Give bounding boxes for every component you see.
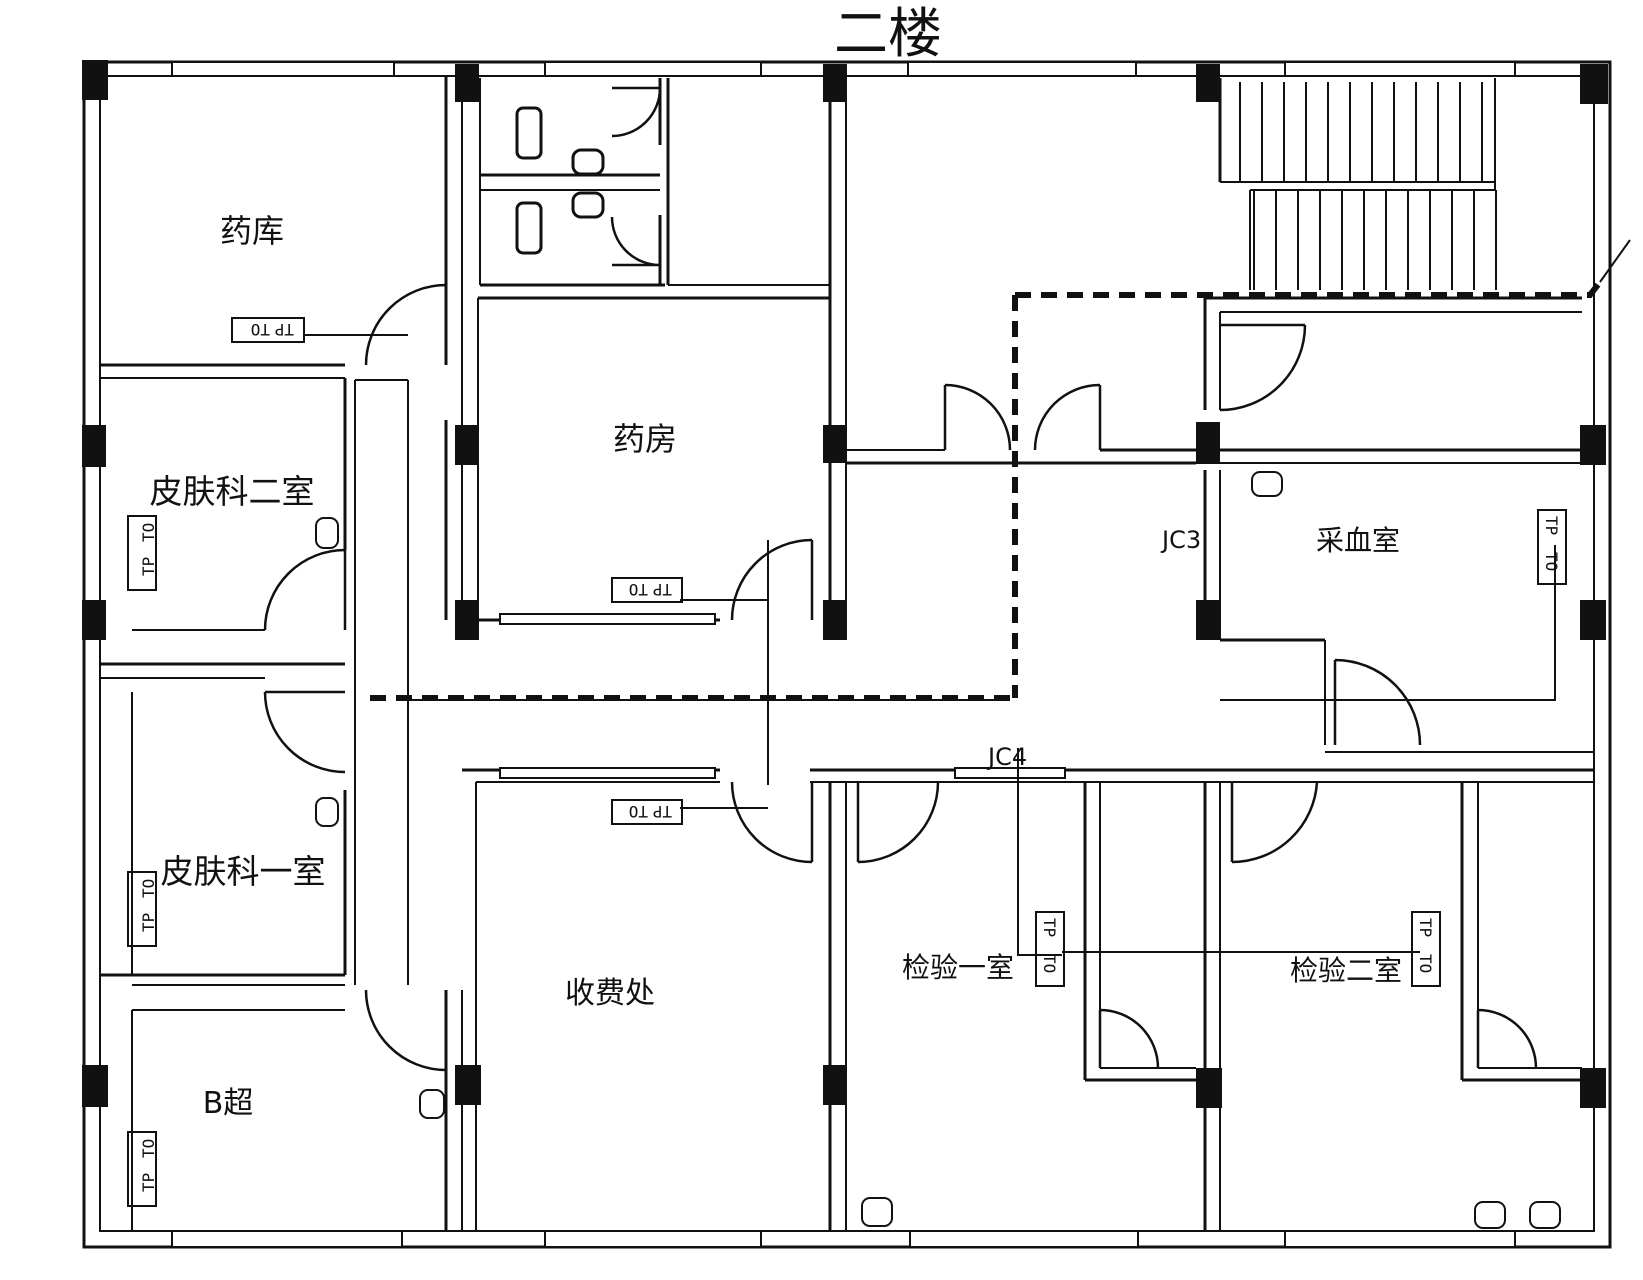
svg-text:TP: TP bbox=[653, 802, 672, 821]
room-lab-1: 检验一室 bbox=[902, 951, 1014, 984]
svg-text:TP: TP bbox=[139, 557, 158, 576]
svg-text:TO: TO bbox=[251, 320, 270, 339]
junction-jc4: JC4 bbox=[986, 743, 1027, 771]
svg-text:TO: TO bbox=[1416, 954, 1435, 973]
junction-jc3: JC3 bbox=[1160, 526, 1201, 554]
svg-text:TO: TO bbox=[1040, 954, 1059, 973]
cable-lines bbox=[305, 334, 1556, 956]
outlets: TO TP TO TP TO TP TP TO TP TO TP TO bbox=[127, 317, 1567, 1207]
floor-title: 二楼 bbox=[834, 2, 942, 65]
outlet-lab-1: TP TO bbox=[1035, 911, 1065, 987]
svg-text:TP: TP bbox=[1040, 918, 1059, 937]
svg-text:TP: TP bbox=[139, 913, 158, 932]
cable-routes bbox=[370, 239, 1631, 701]
room-cashier: 收费处 bbox=[565, 976, 655, 1011]
outlet-pharmacy: TO TP bbox=[611, 577, 683, 603]
toilet-fixtures bbox=[515, 106, 605, 255]
outlet-cashier: TO TP bbox=[611, 799, 683, 825]
interior-walls bbox=[100, 76, 1594, 1231]
svg-text:TO: TO bbox=[139, 1139, 158, 1158]
room-ultrasound: B超 bbox=[203, 1086, 254, 1121]
svg-text:TP: TP bbox=[1416, 918, 1435, 937]
outlet-blood-draw: TP TO bbox=[1537, 509, 1567, 585]
svg-text:TP: TP bbox=[653, 580, 672, 599]
room-lab-2: 检验二室 bbox=[1290, 954, 1402, 987]
svg-text:TO: TO bbox=[629, 802, 648, 821]
room-derm-1: 皮肤科一室 bbox=[161, 852, 326, 891]
svg-text:TO: TO bbox=[139, 879, 158, 898]
room-pharmacy-store: 药库 bbox=[220, 212, 284, 250]
outlet-lab-2: TP TO bbox=[1411, 911, 1441, 987]
svg-text:TO: TO bbox=[139, 523, 158, 542]
svg-text:TP: TP bbox=[1542, 516, 1561, 535]
outlet-pharmacy-store: TO TP bbox=[231, 317, 305, 343]
room-blood-draw: 采血室 bbox=[1316, 524, 1400, 557]
outlet-derm-1: TP TO bbox=[127, 871, 158, 947]
svg-text:TP: TP bbox=[275, 320, 294, 339]
svg-text:TO: TO bbox=[629, 580, 648, 599]
windows bbox=[171, 61, 1516, 1248]
svg-text:TP: TP bbox=[139, 1173, 158, 1192]
room-pharmacy: 药房 bbox=[613, 420, 677, 458]
staircase bbox=[1218, 78, 1497, 290]
svg-text:TO: TO bbox=[1542, 552, 1561, 571]
outlet-ultrasound: TP TO bbox=[127, 1131, 158, 1207]
doors bbox=[263, 86, 1538, 1072]
columns bbox=[82, 60, 1608, 1108]
room-derm-2: 皮肤科二室 bbox=[150, 472, 315, 511]
outlet-derm-2: TP TO bbox=[127, 515, 158, 591]
wall-devices bbox=[315, 471, 1561, 1229]
